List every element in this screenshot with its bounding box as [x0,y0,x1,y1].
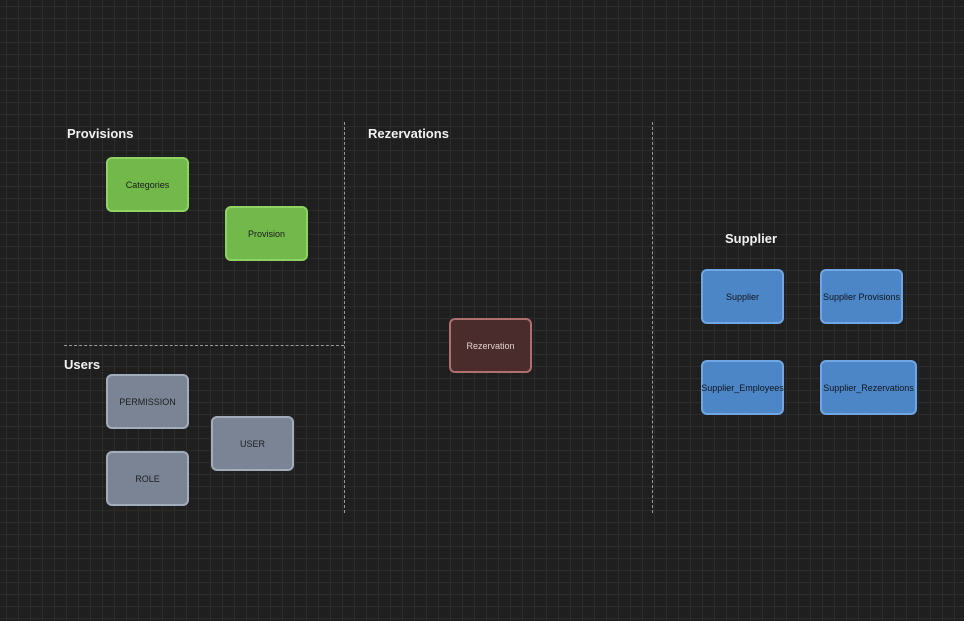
divider-rezervations-supplier [652,122,653,513]
entity-label: Supplier_Employees [701,382,784,393]
entity-supplier[interactable]: Supplier [701,269,784,324]
entity-supplier-rezervations[interactable]: Supplier_Rezervations [820,360,917,415]
entity-provision[interactable]: Provision [225,206,308,261]
entity-supplier-provisions[interactable]: Supplier Provisions [820,269,903,324]
entity-label: Supplier [725,291,760,302]
entity-label: ROLE [135,473,160,484]
entity-user[interactable]: USER [211,416,294,471]
group-title-provisions: Provisions [67,126,134,141]
entity-label: Provision [247,228,285,239]
entity-label: USER [239,438,265,449]
entity-label: Categories [125,179,170,190]
group-title-rezervations: Rezervations [368,126,449,141]
entity-label: Supplier Provisions [822,291,901,302]
group-title-users: Users [64,357,101,372]
entity-permission[interactable]: PERMISSION [106,374,189,429]
entity-supplier-employees[interactable]: Supplier_Employees [701,360,784,415]
entity-role[interactable]: ROLE [106,451,189,506]
divider-provisions-users [64,345,344,346]
entity-label: Supplier_Rezervations [823,382,914,393]
entity-label: Rezervation [466,340,515,351]
entity-rezervation[interactable]: Rezervation [449,318,532,373]
divider-provisions-rezervations [344,122,345,513]
group-title-supplier: Supplier [725,231,778,246]
entity-categories[interactable]: Categories [106,157,189,212]
entity-label: PERMISSION [119,396,176,407]
